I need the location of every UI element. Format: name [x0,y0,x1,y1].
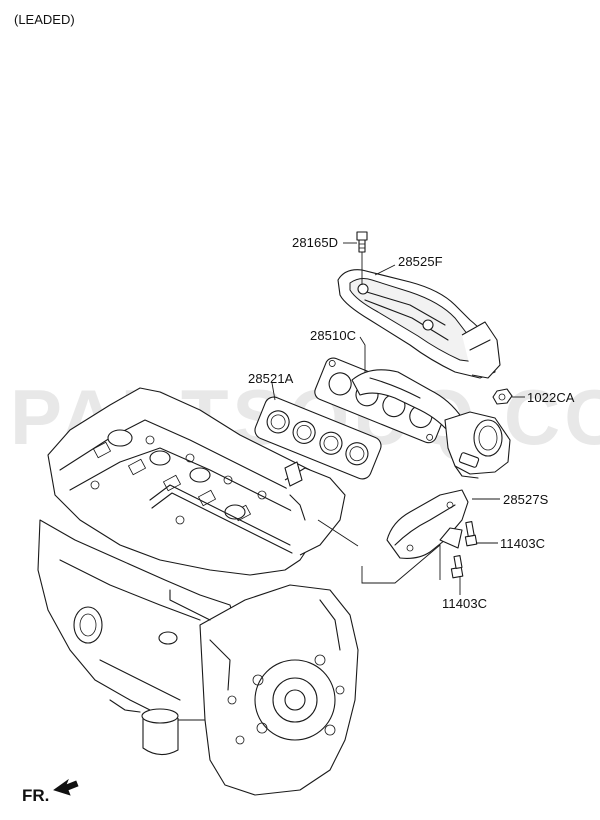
heat-protector [337,269,501,379]
front-indicator-label: FR. [22,786,50,805]
bolt-11403c-lower [450,555,464,579]
nut-1022ca [492,388,513,405]
bolt-28165d [356,231,368,253]
front-arrow-icon [53,778,79,796]
callout-28165d[interactable]: 28165D [292,235,339,250]
exhaust-manifold-stay [386,489,469,559]
callout-28521a[interactable]: 28521A [248,371,294,386]
callout-1022ca[interactable]: 1022CA [527,390,575,405]
bolt-11403c-upper [464,521,478,547]
leader-lines [271,242,525,595]
callout-28525f[interactable]: 28525F [398,254,443,269]
callout-11403c-upper[interactable]: 11403C [500,536,546,551]
variant-note: (LEADED) [14,12,75,27]
callout-11403c-lower[interactable]: 11403C [442,596,488,611]
exhaust-manifold-gasket [254,396,382,480]
callout-28527s[interactable]: 28527S [503,492,549,507]
exhaust-manifold [314,357,511,479]
callout-28510c[interactable]: 28510C [310,328,357,343]
engine-assembly-drawing [37,387,359,796]
